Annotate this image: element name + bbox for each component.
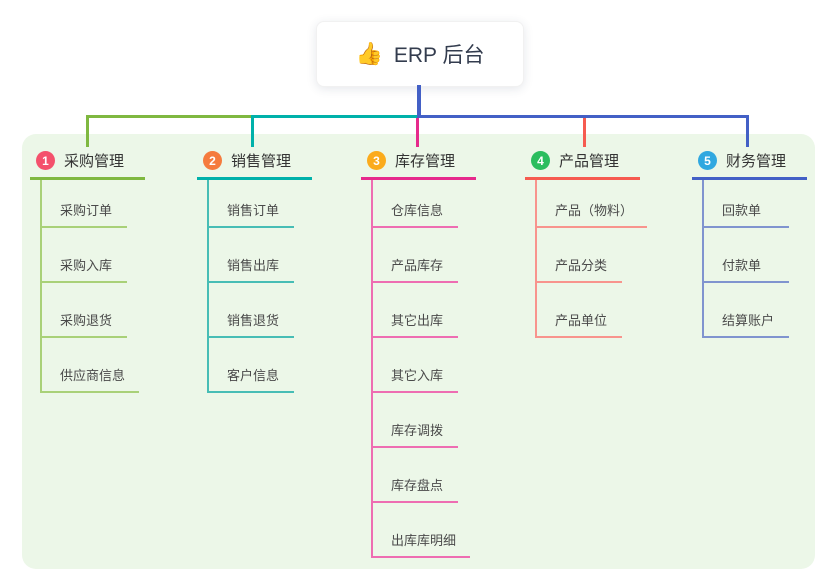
child-item[interactable]: 采购入库: [42, 228, 127, 283]
branch-2: 2 销售管理 销售订单销售出库销售退货客户信息: [197, 147, 312, 393]
branch-label: 销售管理: [231, 153, 292, 170]
child-item[interactable]: 其它出库: [373, 283, 458, 338]
branch-1: 1 采购管理 采购订单采购入库采购退货供应商信息: [30, 147, 145, 393]
branch-label: 库存管理: [395, 153, 456, 170]
connector-drop-branch3: [416, 118, 419, 147]
child-item[interactable]: 产品库存: [373, 228, 458, 283]
child-label: 回款单: [722, 203, 762, 218]
child-item[interactable]: 销售出库: [209, 228, 294, 283]
child-label: 出库库明细: [391, 533, 457, 548]
child-item[interactable]: 销售订单: [209, 180, 294, 228]
child-label: 供应商信息: [60, 368, 126, 383]
branch-children: 产品（物料） 产品分类产品单位: [535, 180, 648, 338]
child-label: 产品单位: [555, 313, 608, 328]
mindmap-panel: [22, 134, 815, 569]
connector-h-branch1: [86, 115, 254, 118]
branch-topic[interactable]: 3 库存管理: [361, 147, 476, 180]
child-label: 结算账户: [722, 313, 775, 328]
branch-topic[interactable]: 4 产品管理: [525, 147, 640, 180]
child-label: 库存调拨: [391, 423, 444, 438]
child-label: 产品库存: [391, 258, 444, 273]
root-stem-line: [417, 85, 421, 118]
child-item[interactable]: 仓库信息: [373, 180, 458, 228]
child-label: 产品分类: [555, 258, 608, 273]
child-label: 客户信息: [227, 368, 280, 383]
child-item[interactable]: 其它入库: [373, 338, 458, 393]
child-label: 产品（物料）: [555, 203, 634, 218]
child-label: 销售退货: [227, 313, 280, 328]
branch-label: 采购管理: [64, 153, 125, 170]
connector-drop-branch2: [251, 115, 254, 147]
child-label: 销售订单: [227, 203, 280, 218]
branch-4: 4 产品管理 产品（物料） 产品分类产品单位: [525, 147, 648, 338]
branch-number-badge: 1: [36, 151, 55, 170]
branch-3: 3 库存管理 仓库信息产品库存其它出库其它入库库存调拨库存盘点出库库明细: [361, 147, 476, 558]
child-label: 其它出库: [391, 313, 444, 328]
connector-drop-branch4: [583, 118, 586, 147]
root-node[interactable]: 👍 ERP 后台: [316, 21, 524, 87]
branch-topic[interactable]: 2 销售管理: [197, 147, 312, 180]
child-item[interactable]: 产品单位: [537, 283, 622, 338]
child-item[interactable]: 产品分类: [537, 228, 622, 283]
thumbs-up-icon: 👍: [355, 41, 383, 66]
branch-number-badge: 5: [698, 151, 717, 170]
child-item[interactable]: 出库库明细: [373, 503, 471, 558]
branch-label: 产品管理: [559, 153, 620, 170]
child-item[interactable]: 库存盘点: [373, 448, 458, 503]
child-item[interactable]: 结算账户: [704, 283, 789, 338]
branch-children: 仓库信息产品库存其它出库其它入库库存调拨库存盘点出库库明细: [371, 180, 471, 558]
branch-children: 销售订单销售出库销售退货客户信息: [207, 180, 294, 393]
branch-topic[interactable]: 1 采购管理: [30, 147, 145, 180]
child-item[interactable]: 采购退货: [42, 283, 127, 338]
child-item[interactable]: 客户信息: [209, 338, 294, 393]
child-label: 付款单: [722, 258, 762, 273]
branch-number-badge: 4: [531, 151, 550, 170]
child-label: 采购入库: [60, 258, 113, 273]
child-label: 采购订单: [60, 203, 113, 218]
branch-children: 采购订单采购入库采购退货供应商信息: [40, 180, 140, 393]
connector-h-branch5: [417, 115, 749, 118]
branch-children: 回款单付款单结算账户: [702, 180, 789, 338]
child-label: 其它入库: [391, 368, 444, 383]
connector-drop-branch5: [746, 115, 749, 147]
branch-5: 5 财务管理 回款单付款单结算账户: [692, 147, 807, 338]
branch-number-badge: 2: [203, 151, 222, 170]
child-label: 库存盘点: [391, 478, 444, 493]
child-item[interactable]: 回款单: [704, 180, 789, 228]
connector-h-branch2: [252, 115, 419, 118]
child-label: 销售出库: [227, 258, 280, 273]
child-item[interactable]: 供应商信息: [42, 338, 140, 393]
child-label: 仓库信息: [391, 203, 444, 218]
connector-drop-branch1: [86, 115, 89, 147]
branch-number-badge: 3: [367, 151, 386, 170]
branch-label: 财务管理: [726, 153, 787, 170]
child-item[interactable]: 产品（物料）: [537, 180, 648, 228]
root-label: ERP 后台: [393, 44, 485, 67]
child-label: 采购退货: [60, 313, 113, 328]
child-item[interactable]: 采购订单: [42, 180, 127, 228]
child-item[interactable]: 库存调拨: [373, 393, 458, 448]
child-item[interactable]: 销售退货: [209, 283, 294, 338]
branch-topic[interactable]: 5 财务管理: [692, 147, 807, 180]
child-item[interactable]: 付款单: [704, 228, 789, 283]
